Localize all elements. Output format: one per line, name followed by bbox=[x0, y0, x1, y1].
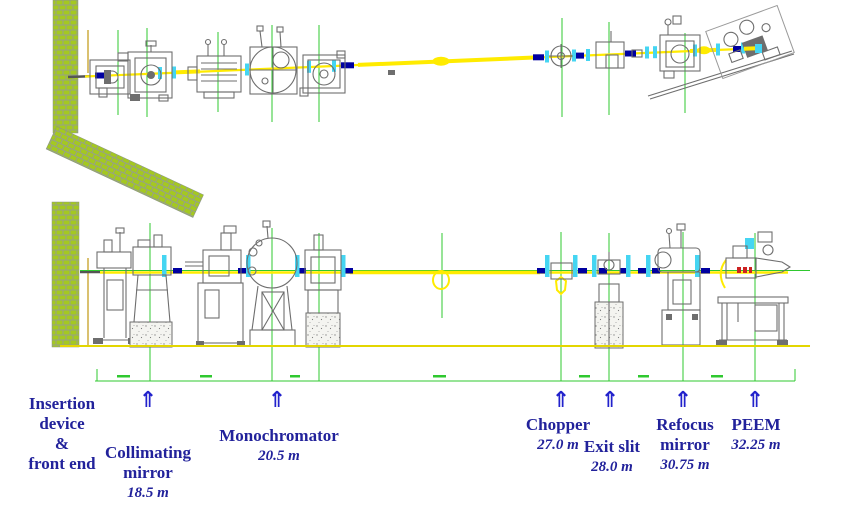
label-line: Chopper bbox=[525, 415, 591, 434]
label-refocus-mirror: Refocus mirror 30.75 m bbox=[656, 415, 714, 475]
label-line: device bbox=[39, 414, 85, 433]
shield-wall-side bbox=[51, 201, 80, 348]
up-arrow-icon-refocus: ⇑ bbox=[673, 388, 693, 413]
beam-marker-diamond bbox=[432, 56, 450, 66]
peem-red-label-mark bbox=[737, 267, 752, 273]
beam-marker-lantern bbox=[554, 275, 568, 296]
dimension-line bbox=[95, 369, 796, 382]
peem-top bbox=[647, 4, 795, 100]
side-view bbox=[51, 201, 810, 382]
label-distance: 30.75 m bbox=[660, 457, 710, 473]
label-monochromator: Monochromator 20.5 m bbox=[219, 426, 339, 466]
label-line: Exit slit bbox=[583, 437, 641, 456]
up-arrow-icon-exit-slit: ⇑ bbox=[600, 388, 620, 413]
up-arrow-icon-chopper: ⇑ bbox=[551, 388, 571, 413]
exit-slit-side bbox=[594, 252, 624, 349]
label-peem: PEEM 32.25 m bbox=[731, 415, 780, 455]
collimating-mirror-side bbox=[129, 234, 173, 348]
mirror-chamber-top bbox=[299, 50, 395, 97]
refocus-mirror-side bbox=[654, 223, 701, 346]
beam-connectors-side bbox=[173, 268, 710, 274]
monochromator-side bbox=[246, 220, 298, 347]
monochromator-top bbox=[249, 25, 298, 95]
label-collimating-mirror: Collimating mirror 18.5 m bbox=[105, 443, 191, 503]
label-distance: 32.25 m bbox=[731, 437, 781, 453]
label-line: mirror bbox=[123, 463, 173, 482]
beam-flanges-top bbox=[158, 42, 745, 79]
front-end-top bbox=[89, 52, 131, 98]
chopper-top bbox=[549, 44, 573, 68]
up-arrow-icon-peem: ⇑ bbox=[745, 388, 765, 413]
shield-wall-top-diagonal bbox=[45, 126, 204, 218]
label-line: Insertion bbox=[28, 394, 96, 413]
up-arrow-icon-collimating: ⇑ bbox=[138, 388, 158, 413]
dimension-figures bbox=[117, 375, 723, 378]
label-distance: 18.5 m bbox=[127, 485, 169, 501]
label-insertion-device: Insertion device & front end bbox=[28, 394, 95, 474]
label-line: PEEM bbox=[731, 415, 781, 434]
station-lines-side bbox=[149, 223, 756, 381]
pump-unit-top bbox=[187, 38, 242, 99]
station-lines-top bbox=[117, 18, 686, 122]
label-distance: 20.5 m bbox=[258, 448, 300, 464]
refocus-mirror-top bbox=[659, 15, 701, 79]
label-exit-slit: Exit slit 28.0 m bbox=[584, 437, 640, 477]
label-line: front end bbox=[28, 454, 96, 473]
shield-wall-top-vertical bbox=[52, 0, 79, 134]
collimating-mirror-top bbox=[127, 40, 173, 102]
label-line: Monochromator bbox=[219, 426, 339, 445]
mirror-chamber-side bbox=[304, 234, 342, 348]
up-arrow-icon-monochromator: ⇑ bbox=[267, 388, 287, 413]
label-line: & bbox=[54, 434, 70, 453]
exit-slit-top bbox=[595, 31, 643, 69]
label-chopper: Chopper 27.0 m bbox=[526, 415, 590, 455]
chopper-side bbox=[550, 262, 573, 280]
beam-marker-arc bbox=[719, 259, 727, 289]
beam-top bbox=[67, 46, 741, 79]
label-distance: 28.0 m bbox=[591, 459, 633, 475]
label-line: mirror bbox=[660, 435, 710, 454]
peem-side bbox=[716, 231, 792, 345]
pump-unit-side bbox=[185, 225, 245, 347]
label-distance: 27.0 m bbox=[537, 437, 579, 453]
beam-marker-diamond bbox=[697, 46, 711, 55]
beam-connectors-top bbox=[95, 46, 744, 79]
label-line: Refocus bbox=[656, 415, 714, 434]
top-view bbox=[45, 0, 795, 218]
beam-marker-ellipse bbox=[432, 270, 450, 290]
label-line: Collimating bbox=[105, 443, 191, 462]
